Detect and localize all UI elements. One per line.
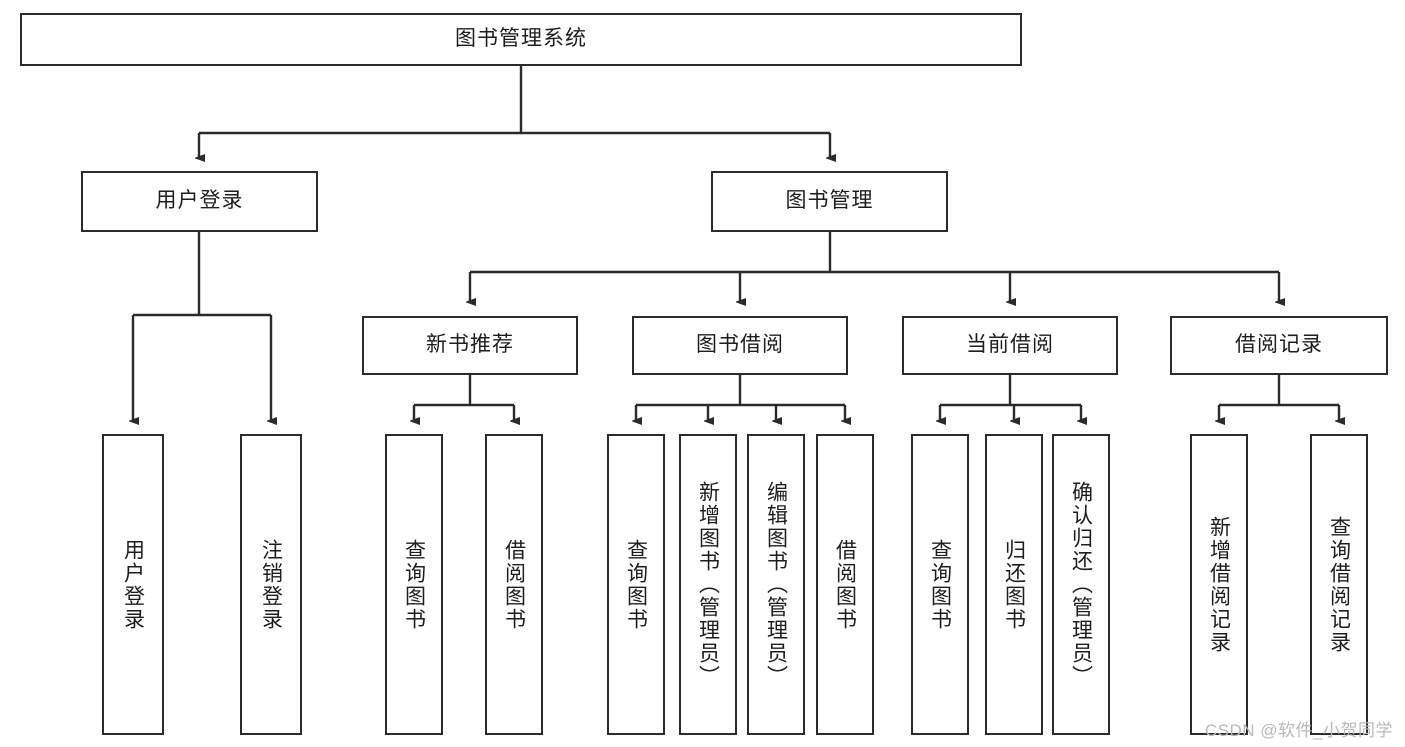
node-leaf-query-book-3-label: 查询图书 (928, 538, 952, 631)
node-leaf-borrow-book-2-label: 借阅图书 (833, 538, 857, 631)
node-user-login[interactable]: 用户登录 (81, 171, 318, 232)
node-leaf-logout-login-label: 注销登录 (259, 538, 283, 631)
node-leaf-add-book[interactable]: 新增图书（管理员） (679, 434, 737, 735)
node-new-book-rec-label: 新书推荐 (426, 333, 514, 357)
node-borrow-record[interactable]: 借阅记录 (1170, 316, 1388, 375)
node-leaf-add-record-label: 新增借阅记录 (1207, 515, 1231, 654)
node-new-book-rec[interactable]: 新书推荐 (362, 316, 578, 375)
node-book-manage[interactable]: 图书管理 (711, 171, 948, 232)
watermark: CSDN @软件_小贺同学 (1204, 721, 1393, 740)
node-leaf-edit-book[interactable]: 编辑图书（管理员） (747, 434, 805, 735)
node-leaf-query-book-1[interactable]: 查询图书 (385, 434, 443, 735)
node-leaf-logout-login[interactable]: 注销登录 (240, 434, 302, 735)
node-current-borrow-label: 当前借阅 (966, 333, 1054, 357)
node-leaf-borrow-book-1[interactable]: 借阅图书 (485, 434, 543, 735)
node-borrow-record-label: 借阅记录 (1235, 333, 1323, 357)
node-root-label: 图书管理系统 (455, 27, 587, 51)
node-leaf-query-book-1-label: 查询图书 (402, 538, 426, 631)
node-leaf-query-book-3[interactable]: 查询图书 (911, 434, 969, 735)
node-leaf-query-book-2-label: 查询图书 (624, 538, 648, 631)
node-book-borrow[interactable]: 图书借阅 (632, 316, 848, 375)
node-leaf-confirm-return-label: 确认归还（管理员） (1069, 481, 1093, 688)
node-leaf-query-record-label: 查询借阅记录 (1327, 515, 1351, 654)
node-leaf-user-login-label: 用户登录 (121, 538, 145, 631)
node-leaf-user-login[interactable]: 用户登录 (102, 434, 164, 735)
node-leaf-query-record[interactable]: 查询借阅记录 (1310, 434, 1368, 735)
node-leaf-borrow-book-1-label: 借阅图书 (502, 538, 526, 631)
node-book-manage-label: 图书管理 (785, 189, 874, 213)
node-root[interactable]: 图书管理系统 (20, 13, 1022, 66)
node-user-login-label: 用户登录 (155, 189, 244, 213)
node-leaf-add-record[interactable]: 新增借阅记录 (1190, 434, 1248, 735)
node-leaf-edit-book-label: 编辑图书（管理员） (764, 481, 788, 688)
node-leaf-borrow-book-2[interactable]: 借阅图书 (816, 434, 874, 735)
node-book-borrow-label: 图书借阅 (696, 333, 784, 357)
node-leaf-return-book-label: 归还图书 (1002, 538, 1026, 631)
node-leaf-return-book[interactable]: 归还图书 (985, 434, 1043, 735)
node-current-borrow[interactable]: 当前借阅 (902, 316, 1118, 375)
node-leaf-add-book-label: 新增图书（管理员） (696, 481, 720, 688)
node-leaf-confirm-return[interactable]: 确认归还（管理员） (1052, 434, 1110, 735)
node-leaf-query-book-2[interactable]: 查询图书 (607, 434, 665, 735)
